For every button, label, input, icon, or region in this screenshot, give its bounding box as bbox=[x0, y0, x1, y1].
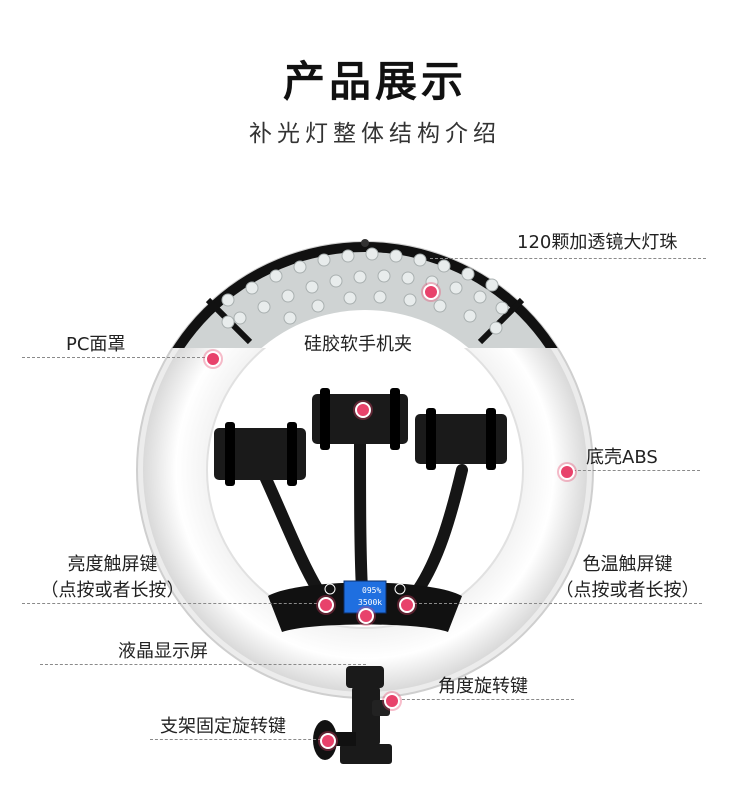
callout-line-color-temp bbox=[404, 603, 702, 604]
callout-line-stand-knob bbox=[150, 739, 326, 740]
callout-color-temp-line1: 色温触屏键 bbox=[582, 554, 673, 575]
callout-label-brightness: 亮度触屏键 （点按或者长按） bbox=[30, 552, 195, 604]
callout-line-pc-cover bbox=[22, 357, 210, 358]
callout-label-color-temp: 色温触屏键 （点按或者长按） bbox=[545, 552, 710, 604]
mount-bracket bbox=[313, 666, 392, 764]
callout-label-stand-knob: 支架固定旋转键 bbox=[160, 716, 286, 737]
callout-brightness-line1: 亮度触屏键 bbox=[67, 554, 158, 575]
lcd-brightness-readout: 095% bbox=[362, 586, 382, 595]
lcd-screen bbox=[343, 580, 387, 614]
callout-line-shell bbox=[568, 470, 700, 471]
callout-dot-color-temp bbox=[399, 597, 415, 613]
callout-dot-shell bbox=[559, 464, 575, 480]
led-bead-panel bbox=[172, 242, 558, 348]
callout-label-lcd: 液晶显示屏 bbox=[118, 641, 208, 662]
callout-dot-beads bbox=[423, 284, 439, 300]
callout-dot-angle-knob bbox=[384, 693, 400, 709]
callout-line-lcd bbox=[40, 664, 366, 665]
callout-dot-stand-knob bbox=[320, 733, 336, 749]
callout-label-clip: 硅胶软手机夹 bbox=[304, 334, 412, 355]
callout-brightness-line2: （点按或者长按） bbox=[40, 580, 185, 601]
callout-label-shell: 底壳ABS bbox=[586, 447, 658, 468]
callout-dot-lcd bbox=[358, 608, 374, 624]
callout-line-brightness bbox=[22, 603, 322, 604]
callout-line-beads bbox=[430, 258, 706, 259]
page-title: 产品展示 bbox=[282, 57, 467, 106]
led-beads bbox=[221, 247, 509, 335]
callout-label-beads: 120颗加透镜大灯珠 bbox=[517, 232, 678, 253]
callout-label-angle-knob: 角度旋转键 bbox=[438, 676, 528, 697]
callout-dot-pc-cover bbox=[205, 351, 221, 367]
lcd-color-temp-readout: 3500k bbox=[358, 598, 383, 607]
page-subtitle: 补光灯整体结构介绍 bbox=[249, 121, 501, 147]
callout-dot-clip bbox=[355, 402, 371, 418]
phone-clips bbox=[214, 388, 507, 486]
callout-label-pc-cover: PC面罩 bbox=[66, 334, 126, 355]
callout-dot-brightness bbox=[318, 597, 334, 613]
gooseneck-arms bbox=[256, 426, 468, 596]
callout-line-angle-knob bbox=[392, 699, 574, 700]
callout-color-temp-line2: （点按或者长按） bbox=[555, 580, 700, 601]
